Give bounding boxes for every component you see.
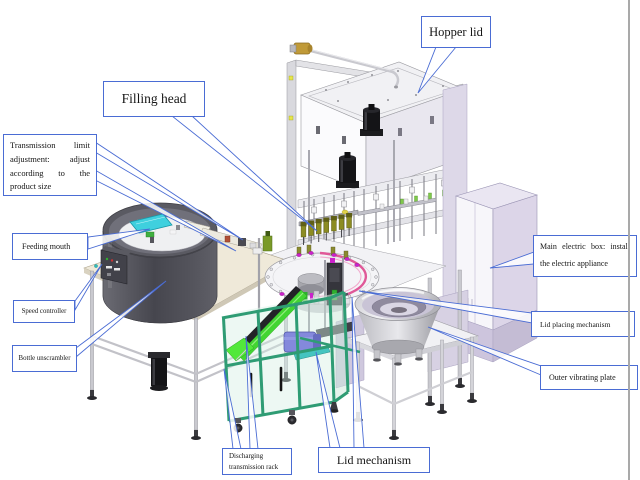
feeding-chute xyxy=(129,213,173,243)
leader-feeding-mouth xyxy=(87,228,151,250)
discharge-enclosure xyxy=(221,286,361,433)
label-bottle-unscrambler: Bottle unscrambler xyxy=(12,345,77,372)
label-speed-controller: Speed controller xyxy=(13,300,75,323)
drive-motor-lower xyxy=(336,152,359,188)
leader-lines xyxy=(74,46,542,450)
bottles-on-wheel xyxy=(279,244,360,301)
label-text: Lid mechanism xyxy=(336,452,412,467)
label-hopper-lid: Hopper lid xyxy=(421,16,491,48)
hopper xyxy=(300,61,465,193)
speed-control-panel xyxy=(94,246,131,285)
page-right-border xyxy=(628,0,630,480)
filling-nozzles xyxy=(298,195,437,245)
table-feet xyxy=(87,372,291,440)
label-text: Transmission limit adjustment: adjust ac… xyxy=(10,140,90,192)
label-main-electric-box: Main electric box: install the electric … xyxy=(533,235,637,277)
leveling-feet xyxy=(425,378,465,406)
table-feet xyxy=(353,393,477,440)
label-outer-vibrating-plate: Outer vibrating plate xyxy=(540,365,638,390)
label-feeding-mouth: Feeding mouth xyxy=(12,233,88,260)
label-filling-head: Filling head xyxy=(103,81,205,117)
label-text: Speed controller xyxy=(21,308,67,315)
label-text: Filling head xyxy=(121,91,187,106)
unscrambler-motor xyxy=(148,352,170,391)
leader-speed-controller xyxy=(74,263,103,312)
hopper-feed-pipe xyxy=(289,42,400,89)
outer-vibrating-bowl xyxy=(354,287,442,366)
filling-unit-rods xyxy=(297,130,463,261)
label-text: Lid placing mechanism xyxy=(540,319,611,329)
label-text: Hopper lid xyxy=(429,24,483,39)
label-lid-mechanism: Lid mechanism xyxy=(318,447,430,473)
label-text: Feeding mouth xyxy=(22,242,71,251)
label-text: Discharging transmission rack xyxy=(229,452,279,471)
bowl-feet xyxy=(373,348,423,366)
bottle-on-rail xyxy=(262,231,273,252)
label-text: Bottle unscrambler xyxy=(18,355,71,362)
nozzle-row xyxy=(300,213,353,245)
bottle-unscrambler-drum xyxy=(102,202,218,324)
label-text: Main electric box: install the electric … xyxy=(540,242,630,269)
label-text: Outer vibrating plate xyxy=(549,373,616,382)
brass-valve-icon xyxy=(289,42,313,55)
label-lid-placing-mechanism: Lid placing mechanism xyxy=(531,311,635,337)
caster-wheels xyxy=(233,402,339,433)
drive-motor-upper xyxy=(360,104,383,136)
infeed-rail xyxy=(183,220,273,312)
label-discharging-transmission-rack: Discharging transmission rack xyxy=(222,448,292,475)
label-transmission-limit: Transmission limit adjustment: adjust ac… xyxy=(3,134,97,196)
